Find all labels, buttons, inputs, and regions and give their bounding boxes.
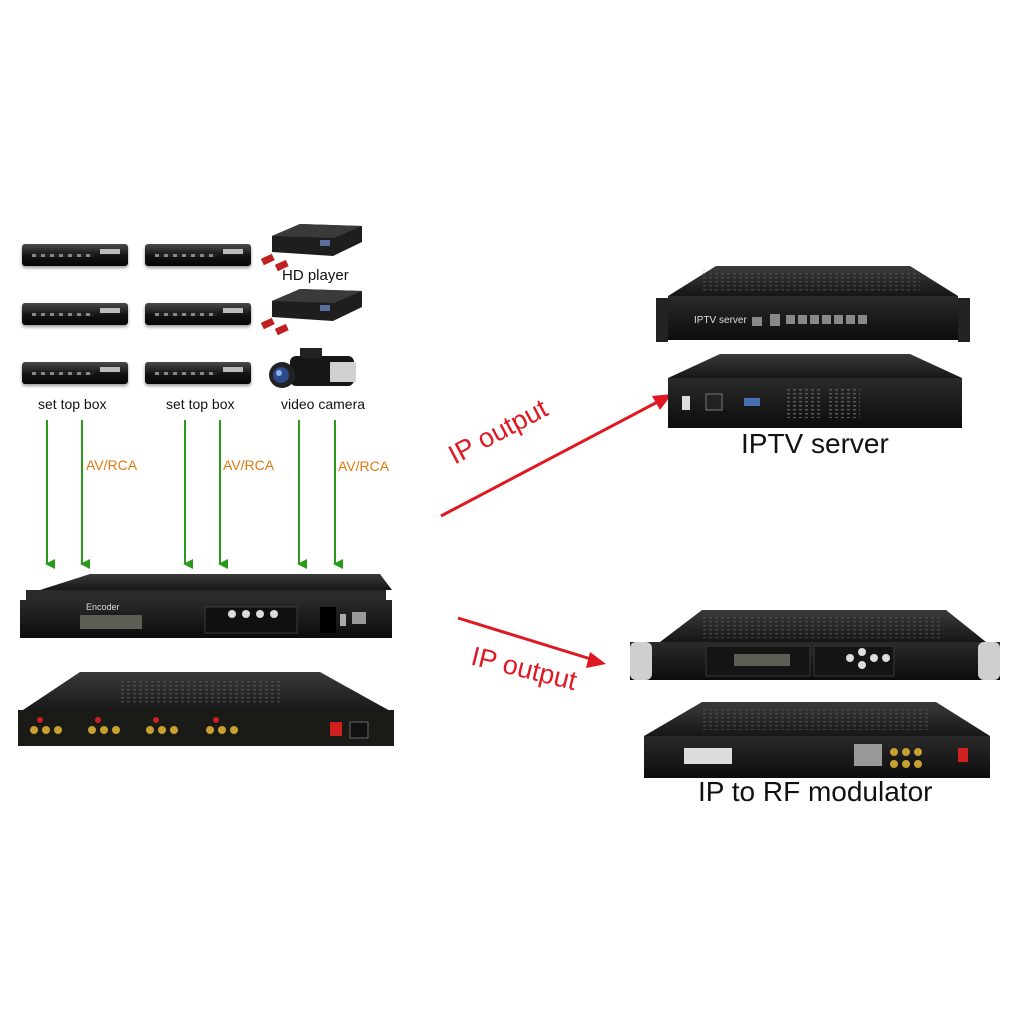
encoder-panel-label: Encoder <box>86 602 120 612</box>
av-rca-label-1: AV/RCA <box>86 457 138 473</box>
iptv-panel-label: IPTV server <box>694 315 747 326</box>
set-top-box-label-2: set top box <box>166 396 235 412</box>
iptv-server-title: IPTV server <box>741 428 889 459</box>
hd-player-1 <box>260 224 362 272</box>
video-camera-icon <box>269 348 356 388</box>
set-top-box-1c <box>22 362 128 384</box>
ip-arrow-bottom <box>457 616 595 662</box>
av-rca-label-2: AV/RCA <box>223 457 275 473</box>
set-top-box-2b <box>145 303 251 325</box>
set-top-box-2c <box>145 362 251 384</box>
encoder-back <box>18 672 394 746</box>
hd-player-label: HD player <box>282 267 349 284</box>
video-camera-label: video camera <box>281 396 366 412</box>
set-top-box-1a <box>22 244 128 266</box>
set-top-box-label-1: set top box <box>38 396 107 412</box>
modulator-back <box>644 702 990 778</box>
encoder-front <box>20 574 392 638</box>
set-top-box-1b <box>22 303 128 325</box>
ip-arrow-top <box>440 396 666 518</box>
set-top-box-2a <box>145 244 251 266</box>
modulator-front <box>630 610 1000 680</box>
hd-player-2 <box>260 289 362 336</box>
ip-to-rf-modulator-title: IP to RF modulator <box>698 776 933 807</box>
iptv-server-front <box>656 266 970 342</box>
av-rca-label-3: AV/RCA <box>338 458 390 474</box>
iptv-server-back <box>668 354 962 428</box>
